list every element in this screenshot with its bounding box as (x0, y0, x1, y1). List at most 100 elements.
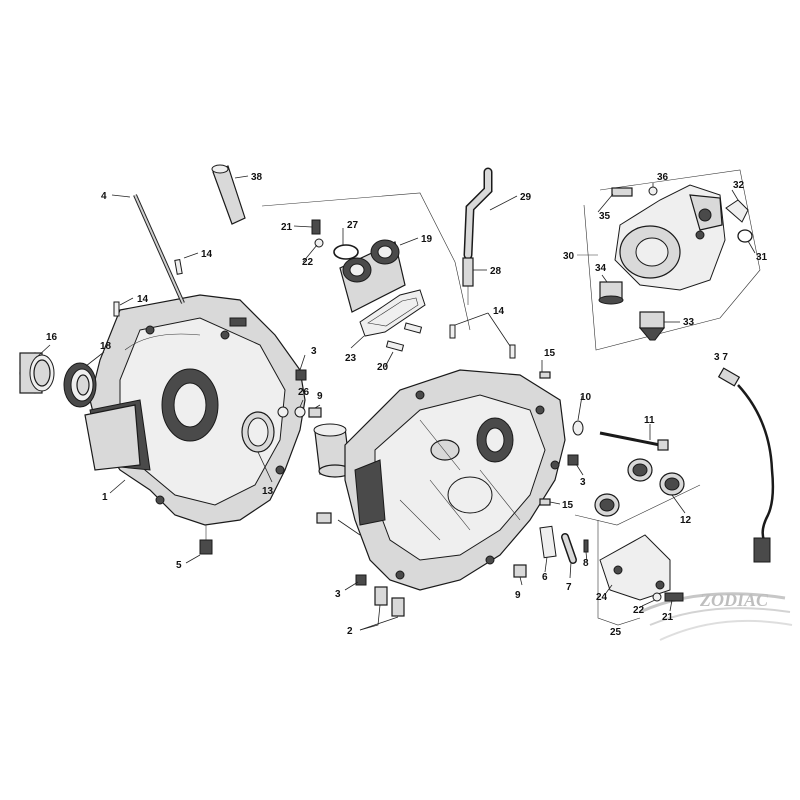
label-38: 38 (251, 172, 263, 183)
label-30: 30 (563, 251, 575, 262)
label-8: 8 (583, 558, 589, 569)
plate-group-line (597, 520, 641, 626)
gasket-32 (725, 199, 749, 223)
cam-group-line (261, 192, 471, 331)
dowel-15-lower (539, 498, 551, 506)
label-22a: 22 (302, 257, 314, 268)
fitting-left-plug (316, 512, 332, 524)
washer-22-lower (652, 592, 662, 602)
fitting-2 (374, 586, 405, 617)
label-13: 13 (262, 486, 274, 497)
label-20: 20 (377, 362, 389, 373)
washer-10 (572, 420, 584, 436)
group-lines (261, 169, 761, 626)
gasket-23 (359, 289, 426, 337)
seal-18 (63, 362, 97, 408)
oil-pump-cover (614, 184, 726, 291)
hose-7 (561, 533, 577, 564)
dowel-15-upper (539, 371, 551, 379)
label-32: 32 (733, 180, 745, 191)
label-1: 1 (102, 492, 108, 503)
fitting-28 (462, 257, 474, 305)
label-22b: 22 (633, 605, 645, 616)
label-3b: 3 (580, 477, 586, 488)
label-10: 10 (580, 392, 592, 403)
plate-24 (599, 534, 671, 601)
bolt-21-lower (664, 592, 684, 602)
breather-tube-29 (463, 167, 493, 260)
leader-lines (37, 175, 756, 631)
label-18: 18 (100, 341, 112, 352)
label-4: 4 (101, 191, 107, 202)
fitting-3-upper (295, 369, 307, 381)
label-15a: 15 (544, 348, 556, 359)
bolt-21-upper (311, 219, 324, 248)
label-37: 3 7 (714, 352, 728, 363)
bearing-sleeve-13a (241, 411, 275, 453)
label-6: 6 (542, 572, 548, 583)
label-33: 33 (683, 317, 695, 328)
label-29: 29 (520, 192, 532, 203)
zodiac-watermark-logo: ZODIAC (639, 590, 793, 641)
label-21a: 21 (281, 222, 293, 233)
label-35: 35 (599, 211, 611, 222)
label-26: 26 (298, 387, 310, 398)
oring-26 (277, 406, 306, 418)
label-9a: 9 (317, 391, 323, 402)
drain-plug-5 (199, 525, 213, 555)
label-5: 5 (176, 560, 182, 571)
bearing-group-line (574, 484, 701, 526)
dowel-pin-14b (113, 301, 120, 317)
fitting-3-lower (355, 574, 367, 586)
label-11: 11 (644, 415, 655, 426)
stud-4 (133, 194, 185, 304)
bolt-11 (599, 431, 669, 451)
tappet-38 (211, 164, 246, 225)
tube-6 (539, 525, 557, 559)
label-27: 27 (347, 220, 359, 231)
label-31: 31 (756, 252, 768, 263)
label-14c: 14 (493, 306, 505, 317)
label-12: 12 (680, 515, 692, 526)
label-14b: 14 (137, 294, 149, 305)
label-9b: 9 (515, 590, 521, 601)
oil-pump-group-boundary (583, 169, 761, 351)
label-3a: 3 (311, 346, 317, 357)
watermark-brand: ZODIAC (699, 590, 769, 610)
dowel-20 (385, 322, 423, 352)
oring-27 (333, 244, 359, 260)
label-28: 28 (490, 266, 502, 277)
label-23: 23 (345, 353, 357, 364)
screw-8 (583, 539, 589, 553)
sender-34 (598, 281, 624, 305)
label-3c: 3 (335, 589, 341, 600)
label-36: 36 (657, 172, 669, 183)
sensor-33 (638, 311, 665, 341)
label-21b: 21 (662, 612, 674, 623)
dowel-pin-14a (174, 259, 183, 275)
washer-36 (648, 186, 658, 196)
bearing-race-16 (19, 352, 55, 394)
tappet-cuff-19 (339, 239, 406, 313)
label-25: 25 (610, 627, 622, 638)
left-crankcase (84, 294, 306, 526)
label-15b: 15 (562, 500, 574, 511)
label-16: 16 (46, 332, 58, 343)
label-24: 24 (596, 592, 608, 603)
bolt-35 (611, 187, 633, 197)
dowel-14c (449, 324, 516, 359)
label-7: 7 (566, 582, 572, 593)
label-2: 2 (347, 626, 353, 637)
part-labels: 4 14 14 16 18 1 5 13 3 26 9 38 21 22 27 … (46, 172, 768, 638)
bearing-12b (659, 472, 685, 496)
sensor-37 (717, 367, 775, 563)
label-14a: 14 (201, 249, 213, 260)
label-19: 19 (421, 234, 433, 245)
fitting-3-right (567, 454, 579, 466)
fitting-9-upper (308, 407, 322, 418)
fitting-9-lower (513, 564, 527, 578)
bearing-12a (627, 458, 653, 482)
oring-31 (737, 229, 753, 243)
